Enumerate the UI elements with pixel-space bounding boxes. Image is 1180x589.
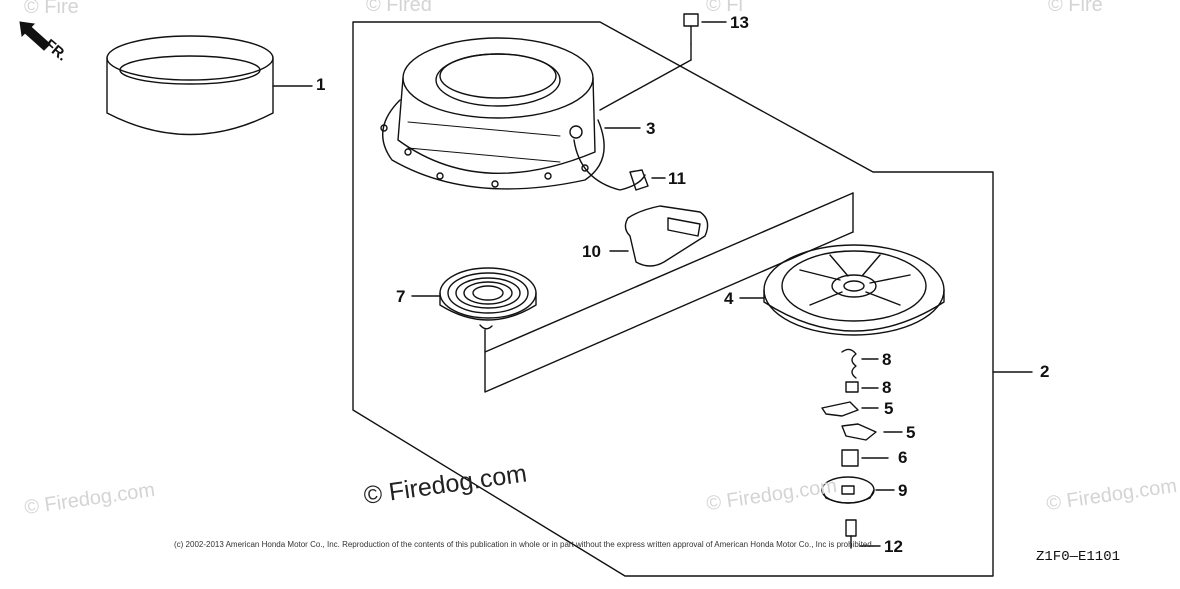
callout-part-2: 2	[1040, 362, 1050, 381]
watermark-text: © Fire	[24, 0, 79, 18]
watermark-text: © Fire	[1048, 0, 1103, 16]
callout-part-5-lower: 5	[906, 423, 916, 442]
part-11-rope-clip	[629, 169, 666, 191]
callout-part-3: 3	[646, 119, 656, 138]
callout-part-12: 12	[884, 537, 903, 556]
callout-part-5-upper: 5	[884, 399, 894, 418]
part-10-handle	[609, 205, 709, 267]
callout-part-8-lower: 8	[882, 378, 892, 397]
callout-part-6: 6	[898, 448, 908, 467]
callout-part-1: 1	[316, 75, 326, 94]
callout-part-13: 13	[730, 13, 749, 32]
diagram-code: Z1F0—E1101	[1036, 549, 1121, 565]
part-1-ring-band	[106, 35, 313, 136]
part-12-screw	[845, 519, 881, 549]
part-7-spiral-spring	[411, 267, 537, 330]
part-13-bolt	[599, 13, 727, 111]
copyright-notice: (c) 2002-2013 American Honda Motor Co., …	[174, 540, 874, 549]
part-8-spring-upper	[841, 348, 879, 379]
part-3-starter-cover	[380, 37, 646, 191]
part-5-ratchet-lower	[841, 423, 903, 441]
part-5-ratchet-upper	[821, 401, 879, 417]
spring-box-outline	[484, 192, 854, 393]
watermark-text: © Fi	[706, 0, 743, 16]
callout-part-11: 11	[668, 169, 686, 188]
direction-arrow-icon	[19, 21, 51, 51]
part-4-reel-pulley	[739, 244, 945, 336]
part-6-spring	[841, 449, 889, 467]
part-8-spring-lower	[845, 381, 879, 393]
callout-part-10: 10	[582, 242, 601, 261]
assembly-outline	[352, 21, 994, 577]
callout-part-4: 4	[724, 289, 734, 308]
callout-part-9: 9	[898, 481, 908, 500]
callout-part-7: 7	[396, 287, 406, 306]
callout-part-8-upper: 8	[882, 350, 892, 369]
watermark-text: © Fired	[366, 0, 432, 16]
part-9-guide	[821, 476, 895, 504]
